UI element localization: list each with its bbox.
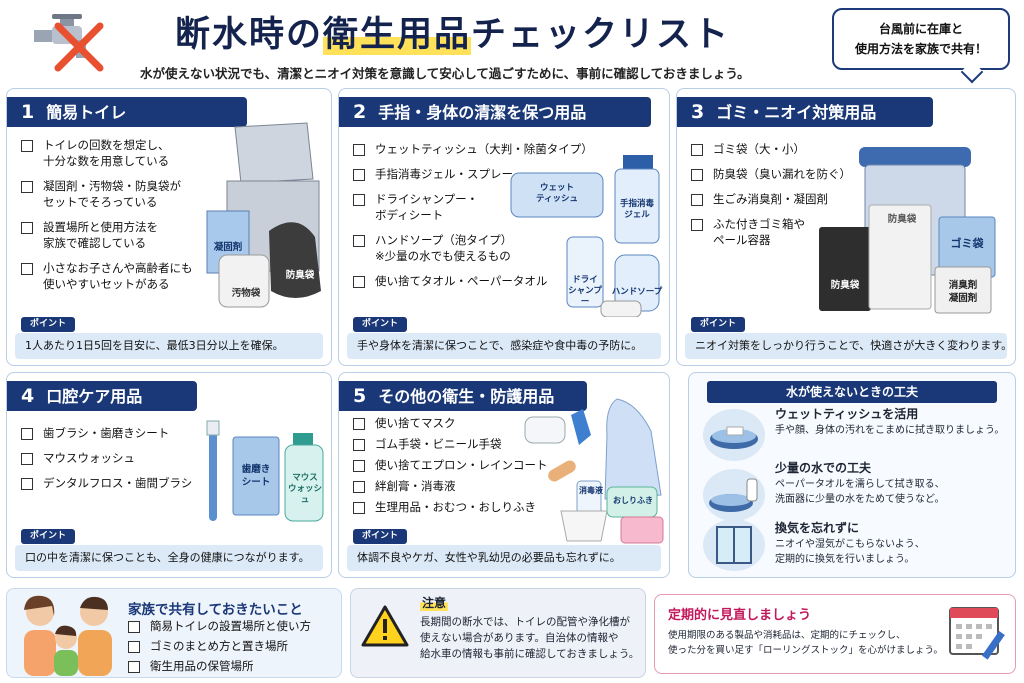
point-text: ニオイ対策をしっかり行うことで、快適さが大きく変わります。 xyxy=(685,333,1012,359)
family-title: 家族で共有しておきたいこと xyxy=(128,602,303,618)
checklist-item[interactable]: 絆創膏・消毒液 xyxy=(353,478,548,494)
tip-text: ニオイや湿気がこもらないよう、 xyxy=(775,539,925,550)
checklist-item[interactable]: 歯ブラシ・歯磨きシート xyxy=(21,425,192,441)
point-text: 1人あたり1日5回を目安に、最低3日分以上を確保。 xyxy=(15,333,323,359)
checklist-item[interactable]: デンタルフロス・歯間ブラシ xyxy=(21,475,192,491)
portable-toilet-illustration xyxy=(197,119,325,309)
tips-title: 水が使えないときの工夫 xyxy=(707,381,997,403)
label-deodorant-bag-black: 防臭袋 xyxy=(830,280,860,291)
label-tooth-sheet: 歯磨きシート xyxy=(241,464,271,488)
tip-text: ペーパータオルを濡らして拭き取る、 xyxy=(775,479,945,490)
family-illustration xyxy=(14,592,122,676)
checklist-item[interactable]: ウェットティッシュ（大判・除菌タイプ） xyxy=(353,141,593,157)
protective-items-illustration xyxy=(521,395,667,545)
point-text: 口の中を清潔に保つことも、全身の健康につながります。 xyxy=(15,545,323,571)
faucet-icon xyxy=(24,12,110,74)
label-hand-soap: ハンドソープ xyxy=(611,287,663,297)
checklist-item[interactable]: 使い捨てエプロン・レインコート xyxy=(353,457,548,473)
point-tag: ポイント xyxy=(353,317,407,332)
speech-bubble: 台風前に在庫と 使用方法を家族で共有！ xyxy=(832,8,1010,70)
checklist-item[interactable]: 設置場所と使用方法を家族で確認している xyxy=(21,219,193,251)
basin-wipe-icon xyxy=(703,409,765,461)
point-tag: ポイント xyxy=(691,317,745,332)
checklist: ウェットティッシュ（大判・除菌タイプ） 手指消毒ジェル・スプレー ドライシャンプ… xyxy=(353,141,593,298)
checklist: トイレの回数を想定し、十分な数を用意している 凝固剤・汚物袋・防臭袋がセットでそ… xyxy=(21,137,193,301)
checklist-item[interactable]: 使い捨てマスク xyxy=(353,415,548,431)
checklist-item[interactable]: 簡易トイレの設置場所と使い方 xyxy=(128,618,311,635)
point-text: 体調不良やケガ、女性や乳幼児の必要品も忘れずに。 xyxy=(347,545,661,571)
oral-care-illustration xyxy=(203,419,329,525)
tips-panel: 水が使えないときの工夫 ウェットティッシュを活用 手や顔、身体の汚れをこまめに拭… xyxy=(688,372,1016,578)
caution-title: 注意 xyxy=(420,594,449,611)
point-tag: ポイント xyxy=(353,529,407,544)
label-solidifier: 凝固剤 xyxy=(213,242,243,253)
point-tag: ポイント xyxy=(21,529,75,544)
label-dry-shampoo: ドライシャンプー xyxy=(568,275,602,307)
label-waste-bag: 汚物袋 xyxy=(231,288,261,299)
tip-text: 洗面器に少量の水をためて使うなど。 xyxy=(775,494,945,505)
tip-title: 少量の水での工夫 xyxy=(775,461,872,475)
label-deodorant-bag: 防臭袋 xyxy=(285,270,315,281)
label-trash-bag: ゴミ袋 xyxy=(950,237,984,250)
checklist-item[interactable]: ゴミ袋（大・小） xyxy=(691,141,851,157)
window-icon xyxy=(703,519,765,571)
checklist-item[interactable]: ドライシャンプー・ボディシート xyxy=(353,191,593,223)
checklist-item[interactable]: ゴム手袋・ビニール手袋 xyxy=(353,436,548,452)
checklist-item[interactable]: トイレの回数を想定し、十分な数を用意している xyxy=(21,137,193,169)
checklist-item[interactable]: 生ごみ消臭剤・凝固剤 xyxy=(691,191,851,207)
trash-supplies-illustration xyxy=(817,145,1011,315)
checklist-item[interactable]: 小さなお子さんや高齢者にも使いやすいセットがある xyxy=(21,260,193,292)
checklist-item[interactable]: 凝固剤・汚物袋・防臭袋がセットでそろっている xyxy=(21,178,193,210)
checklist-item[interactable]: マウスウォッシュ xyxy=(21,450,192,466)
label-wet-tissue: ウェットティッシュ xyxy=(536,183,578,204)
checklist-item[interactable]: 手指消毒ジェル・スプレー xyxy=(353,166,593,182)
checklist-item[interactable]: ふた付きゴミ箱やペール容器 xyxy=(691,216,851,248)
tip-text: 定期的に換気を行いましょう。 xyxy=(775,554,915,565)
checklist-item[interactable]: 防臭袋（臭い漏れを防ぐ） xyxy=(691,166,851,182)
caution-text: 長期間の断水では、トイレの配管や浄化槽が 使えない場合があります。自治体の情報や… xyxy=(420,616,640,660)
review-title: 定期的に見直しましょう xyxy=(668,608,812,623)
warning-icon xyxy=(360,604,410,648)
checklist-item[interactable]: 使い捨てタオル・ペーパータオル xyxy=(353,273,593,289)
family-checklist: 簡易トイレの設置場所と使い方 ゴミのまとめ方と置き場所 衛生用品の保管場所 xyxy=(128,618,311,678)
checklist-item[interactable]: ゴミのまとめ方と置き場所 xyxy=(128,638,311,655)
page-title: 断水時の衛生用品チェックリスト xyxy=(175,15,731,55)
page-subtitle: 水が使えない状況でも、清潔とニオイ対策を意識して安心して過ごすために、事前に確認… xyxy=(140,66,750,81)
label-disinfectant: 消毒液 xyxy=(579,486,603,495)
tip-text: 手や顔、身体の汚れをこまめに拭き取りましょう。 xyxy=(775,425,1005,436)
tip-title: ウェットティッシュを活用 xyxy=(775,407,919,421)
label-deodorant-bag-white: 防臭袋 xyxy=(887,214,917,225)
checklist-item[interactable]: ハンドソープ（泡タイプ）※少量の水でも使えるもの xyxy=(353,232,593,264)
label-mouthwash: マウスウォッシュ xyxy=(287,473,322,505)
hygiene-products-illustration xyxy=(507,147,665,318)
point-tag: ポイント xyxy=(21,317,75,332)
label-deodorizer: 消臭剤凝固剤 xyxy=(948,280,978,304)
label-wipes: おしりふき xyxy=(613,496,653,505)
calendar-icon xyxy=(946,600,1008,662)
checklist: 歯ブラシ・歯磨きシート マウスウォッシュ デンタルフロス・歯間ブラシ xyxy=(21,425,192,500)
checklist: 使い捨てマスク ゴム手袋・ビニール手袋 使い捨てエプロン・レインコート 絆創膏・… xyxy=(353,415,548,520)
basin-water-icon xyxy=(703,469,765,521)
point-text: 手や身体を清潔に保つことで、感染症や食中毒の予防に。 xyxy=(347,333,661,359)
label-hand-gel: 手指消毒ジェル xyxy=(619,199,654,220)
tip-title: 換気を忘れずに xyxy=(775,521,860,535)
review-text: 使用期限のある製品や消耗品は、定期的にチェックし、 使った分を買い足す「ローリン… xyxy=(668,630,943,656)
checklist: ゴミ袋（大・小） 防臭袋（臭い漏れを防ぐ） 生ごみ消臭剤・凝固剤 ふた付きゴミ箱… xyxy=(691,141,851,257)
checklist-item[interactable]: 生理用品・おむつ・おしりふき xyxy=(353,499,548,515)
checklist-item[interactable]: 衛生用品の保管場所 xyxy=(128,658,311,675)
